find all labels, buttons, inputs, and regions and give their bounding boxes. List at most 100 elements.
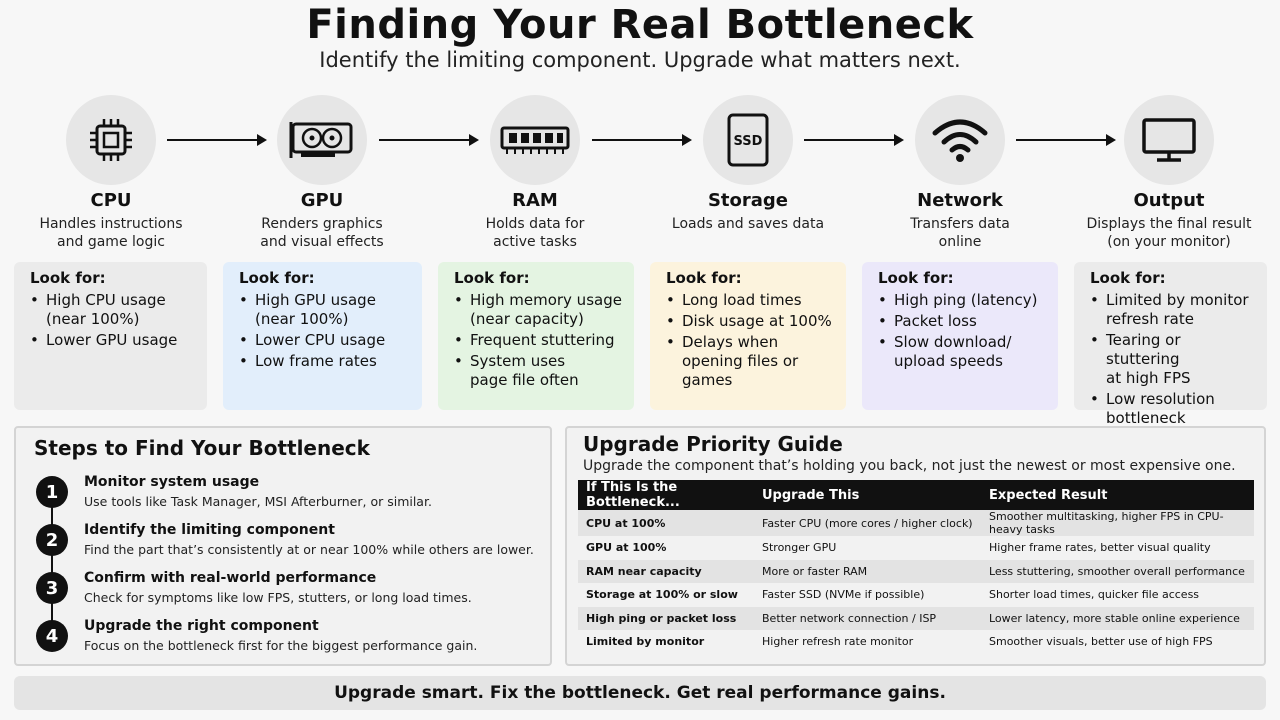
table-cell: Smoother visuals, better use of high FPS	[981, 630, 1254, 654]
component-name: Storage	[707, 190, 789, 211]
component-desc: Holds data for active tasks	[485, 216, 585, 250]
look-for-heading: Look for:	[239, 269, 315, 287]
look-for-list: High GPU usage (near 100%) Lower CPU usag…	[239, 291, 412, 371]
look-for-box-cpu: Look for: High CPU usage (near 100%)Lowe…	[14, 262, 207, 410]
component-desc: Loads and saves data	[671, 216, 825, 232]
look-for-item: High CPU usage (near 100%)	[30, 291, 197, 329]
table-cell: Higher frame rates, better visual qualit…	[981, 536, 1254, 560]
step-number: 3	[36, 572, 68, 604]
column-header: If This Is the Bottleneck...	[578, 480, 754, 510]
steps-title: Steps to Find Your Bottleneck	[34, 436, 370, 460]
step-number: 2	[36, 524, 68, 556]
flow-arrow	[592, 134, 692, 146]
look-for-item: System uses page file often	[454, 352, 624, 390]
look-for-item: Low frame rates	[239, 352, 412, 371]
monitor-icon	[1142, 118, 1196, 162]
step-2: 2 Identify the limiting component Find t…	[36, 522, 536, 568]
look-for-item: High memory usage (near capacity)	[454, 291, 624, 329]
table-cell: More or faster RAM	[754, 559, 981, 583]
steps-connector	[51, 490, 53, 634]
look-for-box-storage: Look for: Long load timesDisk usage at 1…	[650, 262, 846, 410]
look-for-item: Long load times	[666, 291, 836, 310]
ssd-icon-label: SSD	[734, 134, 763, 149]
step-4: 4 Upgrade the right component Focus on t…	[36, 618, 536, 664]
table-cell: RAM near capacity	[578, 559, 754, 583]
upgrade-table-body: CPU at 100%Faster CPU (more cores / high…	[578, 510, 1254, 654]
look-for-item: Frequent stuttering	[454, 331, 624, 350]
page-title: Finding Your Real Bottleneck	[306, 2, 974, 48]
component-network: Network Transfers data online	[850, 95, 1070, 251]
flow-arrow	[167, 134, 267, 146]
look-for-item: Slow download/ upload speeds	[878, 333, 1048, 371]
look-for-item: Delays when opening files or games	[666, 333, 836, 390]
component-desc: Renders graphics and visual effects	[260, 216, 384, 250]
wifi-icon	[932, 119, 988, 162]
component-output: Output Displays the final result (on you…	[1059, 95, 1279, 251]
table-cell: Limited by monitor	[578, 630, 754, 654]
table-cell: Stronger GPU	[754, 536, 981, 560]
flow-arrow	[379, 134, 479, 146]
look-for-heading: Look for:	[666, 269, 742, 287]
component-gpu: GPU Renders graphics and visual effects	[212, 95, 432, 251]
component-name: CPU	[90, 190, 132, 211]
component-ram: RAM Holds data for active tasks	[425, 95, 645, 251]
component-flow: CPU Handles instructions and game logic …	[0, 95, 1280, 255]
table-cell: Smoother multitasking, higher FPS in CPU…	[981, 510, 1254, 536]
step-number: 4	[36, 620, 68, 652]
look-for-heading: Look for:	[454, 269, 530, 287]
table-cell: Lower latency, more stable online experi…	[981, 606, 1254, 630]
upgrade-guide-panel: Upgrade Priority Guide Upgrade the compo…	[565, 426, 1266, 666]
look-for-list: High CPU usage (near 100%) Lower GPU usag…	[30, 291, 197, 350]
look-for-item: Tearing or stuttering at high FPS	[1090, 331, 1257, 388]
step-desc: Focus on the bottleneck first for the bi…	[84, 638, 478, 653]
look-for-item: High GPU usage (near 100%)	[239, 291, 412, 329]
step-1: 1 Monitor system usage Use tools like Ta…	[36, 474, 536, 520]
graphics-card-icon	[289, 122, 353, 158]
table-cell: GPU at 100%	[578, 536, 754, 560]
table-cell: Faster CPU (more cores / higher clock)	[754, 510, 981, 536]
look-for-box-gpu: Look for: High GPU usage (near 100%) Lowe…	[223, 262, 422, 410]
table-cell: Shorter load times, quicker file access	[981, 583, 1254, 607]
look-for-item: Lower GPU usage	[30, 331, 197, 350]
table-cell: CPU at 100%	[578, 510, 754, 536]
component-desc: Transfers data online	[910, 216, 1010, 250]
upgrade-table: If This Is the Bottleneck... Upgrade Thi…	[578, 480, 1254, 654]
guide-subtitle: Upgrade the component that’s holding you…	[583, 458, 1236, 474]
look-for-box-output: Look for: Limited by monitor refresh rat…	[1074, 262, 1267, 427]
table-cell: Faster SSD (NVMe if possible)	[754, 583, 981, 607]
look-for-heading: Look for:	[1090, 269, 1166, 287]
table-row: CPU at 100%Faster CPU (more cores / high…	[578, 510, 1254, 536]
component-name: GPU	[300, 190, 344, 211]
component-name: Output	[1133, 190, 1205, 211]
look-for-item: Limited by monitor refresh rate	[1090, 291, 1257, 329]
table-cell: Higher refresh rate monitor	[754, 630, 981, 654]
flow-arrow	[1016, 134, 1116, 146]
component-cpu: CPU Handles instructions and game logic	[1, 95, 221, 251]
step-desc: Use tools like Task Manager, MSI Afterbu…	[84, 494, 432, 509]
component-storage: SSD Storage Loads and saves data	[638, 95, 858, 233]
memory-module-icon	[500, 126, 570, 154]
look-for-item: Low resolution bottleneck	[1090, 390, 1257, 428]
column-header: Expected Result	[981, 480, 1254, 510]
table-cell: High ping or packet loss	[578, 606, 754, 630]
step-number: 1	[36, 476, 68, 508]
step-title: Upgrade the right component	[84, 618, 319, 634]
look-for-list: Limited by monitor refresh rateTearing o…	[1090, 291, 1257, 428]
step-3: 3 Confirm with real-world performance Ch…	[36, 570, 536, 616]
step-title: Monitor system usage	[84, 474, 260, 490]
step-title: Identify the limiting component	[84, 522, 335, 538]
cpu-chip-icon	[90, 119, 132, 161]
look-for-item: Lower CPU usage	[239, 331, 412, 350]
component-desc: Handles instructions and game logic	[39, 216, 183, 250]
component-name: RAM	[512, 190, 558, 211]
look-for-list: High ping (latency)Packet lossSlow downl…	[878, 291, 1048, 371]
look-for-item: Packet loss	[878, 312, 1048, 331]
step-title: Confirm with real-world performance	[84, 570, 377, 586]
page-subtitle: Identify the limiting component. Upgrade…	[319, 48, 961, 72]
component-desc: Displays the final result (on your monit…	[1086, 216, 1252, 250]
footer-banner: Upgrade smart. Fix the bottleneck. Get r…	[14, 676, 1266, 710]
